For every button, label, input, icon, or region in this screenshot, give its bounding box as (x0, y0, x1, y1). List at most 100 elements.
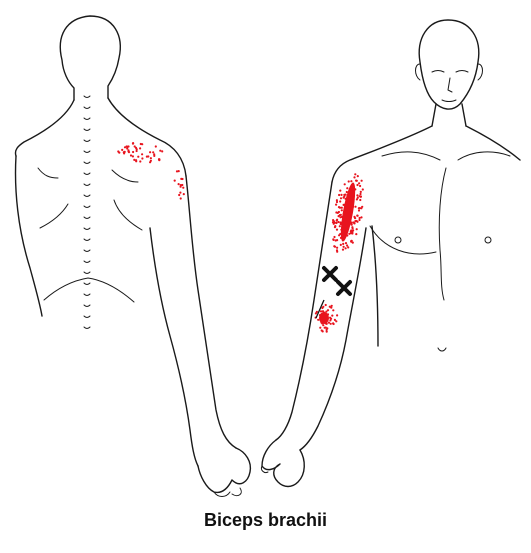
trigger-point-lower (336, 280, 352, 296)
referral-dot (355, 228, 358, 231)
referral-dot (139, 142, 142, 146)
referral-dot (153, 153, 156, 156)
referral-dot (330, 306, 333, 309)
referral-dot (329, 319, 332, 322)
referral-dot (325, 310, 328, 313)
referral-dot (335, 221, 338, 225)
referral-dot (153, 154, 156, 157)
referral-dot (117, 150, 120, 153)
referral-dot (346, 244, 349, 247)
referral-dot (355, 233, 358, 236)
referral-dot (317, 318, 320, 321)
vertebra-mark (83, 216, 91, 219)
referral-dot (152, 151, 155, 154)
referral-dot (354, 173, 357, 176)
referral-dot (358, 207, 361, 210)
vertebra-mark (83, 260, 91, 263)
referral-dot (335, 320, 338, 323)
trigger-point-upper (322, 266, 338, 282)
referral-dot (340, 209, 343, 212)
referral-dot (342, 245, 345, 248)
vertebra-mark (83, 183, 91, 186)
referral-dot (339, 189, 342, 192)
referral-dot (320, 329, 323, 332)
referral-dot (123, 150, 126, 153)
referral-dot (332, 322, 335, 326)
x-mark-icon (336, 280, 352, 296)
referral-dot (322, 324, 325, 327)
referral-zone-arm-front (314, 173, 364, 333)
vertebra-mark (83, 249, 91, 252)
referral-dot (351, 241, 354, 244)
referral-dot (329, 316, 332, 319)
referral-dot (352, 229, 355, 232)
referral-dot (336, 211, 339, 214)
referral-dot (337, 206, 341, 209)
referral-dot (336, 250, 339, 253)
referral-dot (342, 242, 345, 245)
referral-dot (337, 220, 340, 224)
referral-dot (360, 179, 363, 182)
referral-dot (347, 180, 350, 183)
referral-dot (149, 159, 152, 162)
referral-dot (332, 222, 335, 225)
referral-dot (179, 185, 182, 188)
referral-dot (359, 195, 362, 198)
vertebra-mark (83, 128, 91, 131)
referral-dot (326, 309, 330, 312)
referral-dot (154, 145, 157, 148)
referral-dot (356, 175, 359, 178)
referral-dot (319, 310, 323, 313)
referral-dot (329, 322, 332, 325)
referral-dot (353, 215, 356, 218)
referral-dot (338, 214, 341, 217)
referral-dot (360, 207, 363, 210)
referral-arrow-line (315, 299, 325, 319)
referral-dot (158, 159, 161, 162)
referral-dot (149, 157, 152, 160)
referral-dot (335, 199, 338, 202)
referral-dot (357, 209, 361, 212)
referral-dot (133, 145, 136, 148)
referral-dot (333, 235, 336, 239)
referral-dot (354, 205, 357, 208)
referral-dot (132, 142, 135, 145)
referral-dot (339, 221, 342, 224)
referral-dot (350, 223, 353, 226)
referral-dot (358, 218, 361, 222)
referral-dot (356, 194, 359, 197)
referral-dot (131, 155, 134, 158)
referral-dot (127, 145, 130, 148)
referral-dot (141, 153, 144, 156)
referral-dot (341, 248, 345, 251)
x-mark-icon (322, 266, 338, 282)
referral-dot (134, 146, 138, 149)
referral-dot (339, 197, 343, 200)
referral-dot (353, 176, 356, 179)
referral-dot (338, 193, 341, 197)
referral-dot (333, 245, 336, 248)
referral-dot (338, 225, 341, 228)
referral-dot (178, 193, 181, 197)
referral-dot (355, 219, 358, 223)
referral-dot (359, 190, 362, 193)
referral-dot (336, 218, 339, 221)
referral-dot (125, 145, 128, 148)
referral-dot (360, 216, 363, 219)
referral-dot (352, 221, 355, 224)
referral-dot (350, 180, 353, 183)
referral-dot (173, 179, 176, 182)
referral-dot (325, 330, 328, 333)
referral-dot (333, 226, 337, 229)
vertebra-mark (83, 172, 91, 175)
referral-dot (327, 321, 330, 324)
referral-dot (359, 184, 362, 188)
referral-dot (141, 157, 144, 160)
referral-dot (159, 149, 162, 152)
referral-dot (350, 239, 353, 243)
referral-dot (344, 247, 347, 250)
referral-dot (361, 188, 364, 191)
referral-dot (126, 147, 129, 150)
vertebra-mark (83, 315, 91, 318)
